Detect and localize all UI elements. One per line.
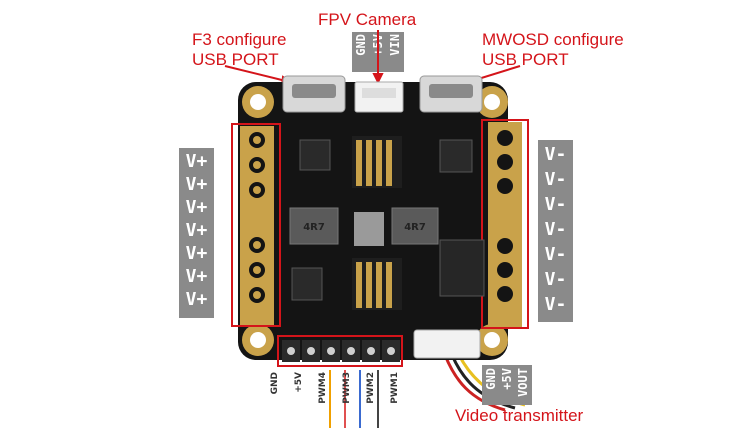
f3-usb-label-line2: USB PORT <box>192 50 279 69</box>
bottom-pin-5v: +5V <box>294 372 304 393</box>
right-pin-5: V- <box>544 244 567 265</box>
video-pin-tag: GND +5V VOUT <box>482 365 532 405</box>
fpv-camera-label: FPV Camera <box>318 10 417 29</box>
inductor-marking-2: 4R7 <box>404 222 426 233</box>
left-pin-7: V+ <box>185 289 208 310</box>
right-pin-4: V- <box>544 219 567 240</box>
bottom-header-outline <box>277 335 403 367</box>
f3-usb-label-line1: F3 configure <box>192 30 287 49</box>
mwosd-usb-label-line2: USB PORT <box>482 50 569 69</box>
right-pin-3: V- <box>544 194 567 215</box>
pwm-wires <box>329 370 379 428</box>
left-pin-6: V+ <box>185 266 208 287</box>
video-pin-5v: +5V <box>500 368 514 390</box>
right-pin-6: V- <box>544 269 567 290</box>
right-pin-1: V- <box>544 144 567 165</box>
video-transmitter-label: Video transmitter <box>455 406 584 425</box>
right-power-pin-tags: V- V- V- V- V- V- V- <box>538 140 573 322</box>
video-pin-gnd: GND <box>484 368 498 390</box>
right-pin-7: V- <box>544 294 567 315</box>
right-pin-2: V- <box>544 169 567 190</box>
left-pin-2: V+ <box>185 174 208 195</box>
mwosd-usb-label-line1: MWOSD configure <box>482 30 624 49</box>
left-pin-1: V+ <box>185 151 208 172</box>
bottom-pin-pwm3: PWM3 <box>342 372 352 404</box>
left-power-pin-tags: V+ V+ V+ V+ V+ V+ V+ <box>179 148 214 318</box>
left-pin-5: V+ <box>185 243 208 264</box>
inductor-marking-1: 4R7 <box>303 222 325 233</box>
mounting-holes <box>242 86 508 356</box>
chips <box>289 136 485 310</box>
usb-ports <box>282 75 483 113</box>
bottom-pin-pwm1: PWM1 <box>390 372 400 404</box>
bottom-pin-pwm2: PWM2 <box>366 372 376 404</box>
left-pin-4: V+ <box>185 220 208 241</box>
video-connector <box>413 329 481 359</box>
bottom-pin-gnd: GND <box>270 372 280 395</box>
bottom-pin-labels: GND +5V PWM4 PWM3 PWM2 PWM1 <box>270 372 410 412</box>
bottom-pin-pwm4: PWM4 <box>318 372 328 404</box>
video-pin-vout: VOUT <box>516 368 530 397</box>
left-pin-3: V+ <box>185 197 208 218</box>
